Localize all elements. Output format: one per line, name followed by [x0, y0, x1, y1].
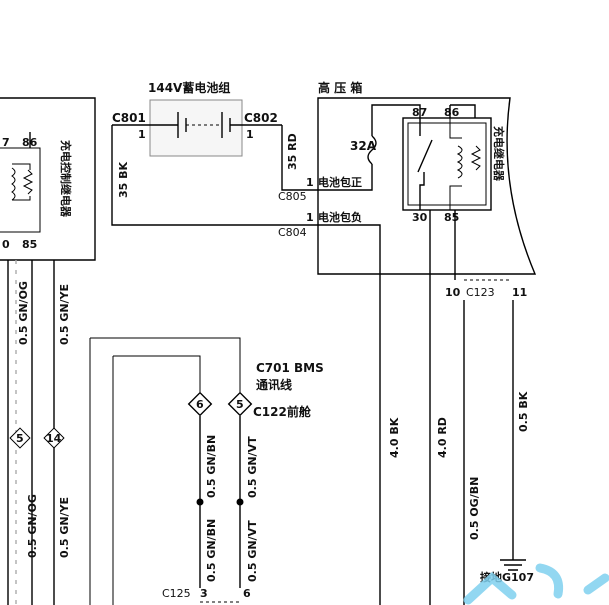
- connector-c123: 10 C123 11: [445, 279, 527, 299]
- wire-label-gnvt-bottom: 0.5 GN/VT: [246, 520, 259, 582]
- left-relay-coil-icon: [11, 163, 34, 201]
- battery-pack-title: 144V蓄电池组: [148, 80, 230, 95]
- svg-text:6: 6: [243, 587, 251, 600]
- splice-diamond-5: 5: [227, 391, 253, 417]
- svg-text:1: 1: [138, 128, 146, 141]
- wire-label-35rd: 35 RD: [286, 133, 299, 170]
- battery-connector-c802: C802: [244, 111, 278, 125]
- high-voltage-box: 高 压 箱 1 电池包正 C805 1 电池包负 C804: [278, 80, 537, 275]
- charge-relay: 87 86 30 85 充电继电器: [402, 104, 506, 224]
- connector-c804: C804: [278, 226, 307, 239]
- splice-dot-right: [236, 498, 244, 506]
- left-relay-pin-30: 0: [2, 238, 10, 251]
- svg-text:6: 6: [196, 398, 204, 411]
- splice-diamond-6: 6: [187, 391, 213, 417]
- left-relay-pin-85: 85: [22, 238, 37, 251]
- svg-text:5: 5: [236, 398, 244, 411]
- svg-text:14: 14: [46, 432, 62, 445]
- bms-label-line2: 通讯线: [256, 377, 292, 392]
- battery-positive-label: 电池包正: [318, 175, 362, 189]
- relay-pin-87: 87: [412, 106, 427, 119]
- battery-pack: 144V蓄电池组 C801 C802 1 1: [112, 80, 282, 157]
- wire-label-35bk: 35 BK: [117, 161, 130, 198]
- connector-c125: C125 3 6: [162, 587, 251, 603]
- splice-dot-left: [196, 498, 204, 506]
- wire-label-gnvt-top: 0.5 GN/VT: [246, 436, 259, 498]
- relay-pin-85: 85: [444, 211, 459, 224]
- splice-diamond-14: 14: [43, 427, 65, 449]
- hv-box-title: 高 压 箱: [318, 80, 362, 95]
- svg-text:C123: C123: [466, 286, 495, 299]
- svg-text:3: 3: [200, 587, 208, 600]
- charge-control-relay-box: 7 86 0 85 充电控制继电器: [0, 97, 96, 261]
- connector-c122-label: C122前舱: [253, 404, 312, 419]
- relay-switch-icon: [417, 118, 433, 210]
- svg-text:1: 1: [306, 176, 314, 189]
- watermark-graphic: [463, 563, 609, 605]
- wire-label-gnye-top: 0.5 GN/YE: [58, 284, 71, 345]
- relay-pin-30: 30: [412, 211, 428, 224]
- wire-label-05bk: 0.5 BK: [517, 391, 530, 432]
- svg-text:10: 10: [445, 286, 461, 299]
- fuse-label: 32A: [350, 139, 377, 153]
- fuse-32a-icon: 32A: [350, 135, 377, 165]
- svg-text:C125: C125: [162, 587, 191, 600]
- charge-control-relay-label: 充电控制继电器: [59, 140, 73, 218]
- wire-label-gnbn-bottom: 0.5 GN/BN: [205, 519, 218, 582]
- wire-label-gnye-bottom: 0.5 GN/YE: [58, 497, 71, 558]
- charge-relay-label: 充电继电器: [492, 126, 506, 182]
- wire-label-ogbn: 0.5 OG/BN: [468, 477, 481, 540]
- wire-label-4rd: 4.0 RD: [436, 417, 449, 458]
- wire-label-gnog-bottom: 0.5 GN/OG: [26, 494, 39, 558]
- wire-label-gnog-top: 0.5 GN/OG: [17, 281, 30, 345]
- svg-text:1: 1: [306, 211, 314, 224]
- relay-coil-icon: [449, 118, 482, 210]
- left-relay-pin-87: 7: [2, 136, 10, 149]
- relay-pin-86: 86: [444, 106, 460, 119]
- battery-negative-label: 电池包负: [318, 210, 362, 224]
- svg-text:5: 5: [16, 432, 24, 445]
- svg-text:11: 11: [512, 286, 527, 299]
- connector-c805: C805: [278, 190, 307, 203]
- left-relay-pin-86: 86: [22, 136, 38, 149]
- wire-label-4bk: 4.0 BK: [388, 417, 401, 458]
- splice-diamond-5-left: 5: [9, 427, 31, 449]
- wire-label-gnbn-top: 0.5 GN/BN: [205, 435, 218, 498]
- svg-text:1: 1: [246, 128, 254, 141]
- battery-connector-c801: C801: [112, 111, 146, 125]
- bms-label-line1: C701 BMS: [256, 361, 324, 375]
